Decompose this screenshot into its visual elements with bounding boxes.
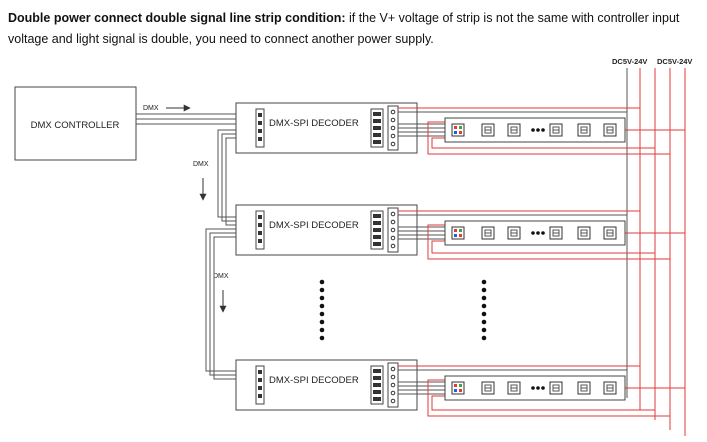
- decoder-box: [235, 204, 418, 256]
- strip-ellipsis-dot: [536, 386, 540, 390]
- strip-ellipsis-dot: [531, 231, 535, 235]
- led-chip: [507, 381, 521, 395]
- led-chip: [451, 381, 465, 395]
- dmx-controller-box: [14, 86, 137, 161]
- strip-ellipsis-dot: [541, 231, 545, 235]
- caption-text: Double power connect double signal line …: [8, 8, 702, 50]
- led-strips: [444, 117, 626, 401]
- controller-output-wires: [136, 113, 240, 125]
- decoder-strip-wires: [398, 107, 685, 417]
- decoder-box: [235, 359, 418, 411]
- led-chip: [507, 226, 521, 240]
- decoder-row-3: DMX-SPI DECODER: [235, 359, 418, 411]
- led-chip: [481, 123, 495, 137]
- decoder-terminal-in: [255, 365, 265, 405]
- led-chip: [577, 123, 591, 137]
- led-strip: [444, 375, 626, 401]
- ellipsis-strips: [481, 279, 487, 341]
- led-chip: [549, 381, 563, 395]
- decoder-terminal-in: [255, 210, 265, 250]
- caption-bold: Double power connect double signal line …: [8, 11, 346, 25]
- led-chip: [451, 123, 465, 137]
- decoder-terminal-out: [387, 207, 399, 253]
- dmx-label-2: DMX: [193, 161, 209, 168]
- decoder-label: DMX-SPI DECODER: [269, 375, 359, 386]
- power-rails: [639, 68, 686, 436]
- strip-ellipsis-dot: [541, 386, 545, 390]
- decoder-label: DMX-SPI DECODER: [269, 220, 359, 231]
- decoder-terminal-out: [387, 105, 399, 151]
- dmx-label-1: DMX: [143, 105, 159, 112]
- ellipsis-decoders: [319, 279, 325, 341]
- led-chip: [603, 226, 617, 240]
- caption-rest: if the V+ voltage of strip is not the sa…: [8, 11, 680, 46]
- decoder-row-1: DMX-SPI DECODER: [235, 102, 418, 154]
- decoder-label: DMX-SPI DECODER: [269, 118, 359, 129]
- strip-ellipsis-dot: [531, 386, 535, 390]
- led-chip: [549, 123, 563, 137]
- strip-ellipsis-dot: [531, 128, 535, 132]
- power-label-1: DC5V-24V: [612, 57, 647, 66]
- led-chip: [603, 123, 617, 137]
- strip-ellipsis-dot: [536, 231, 540, 235]
- power-label-2: DC5V-24V: [657, 57, 692, 66]
- dmx-controller-label: DMX CONTROLLER: [31, 120, 120, 131]
- led-strip: [444, 220, 626, 246]
- led-chip: [481, 226, 495, 240]
- decoder-terminal-in: [255, 108, 265, 148]
- led-chip: [507, 123, 521, 137]
- decoder-row-2: DMX-SPI DECODER: [235, 204, 418, 256]
- strip-ellipsis-dot: [536, 128, 540, 132]
- led-chip: [481, 381, 495, 395]
- led-chip: [577, 381, 591, 395]
- led-strip: [444, 117, 626, 143]
- strip-ellipsis-dot: [541, 128, 545, 132]
- led-chip: [549, 226, 563, 240]
- led-chip: [603, 381, 617, 395]
- decoder-terminal-out: [387, 362, 399, 408]
- dmx-label-3: DMX: [213, 273, 229, 280]
- led-chip: [577, 226, 591, 240]
- led-chip: [451, 226, 465, 240]
